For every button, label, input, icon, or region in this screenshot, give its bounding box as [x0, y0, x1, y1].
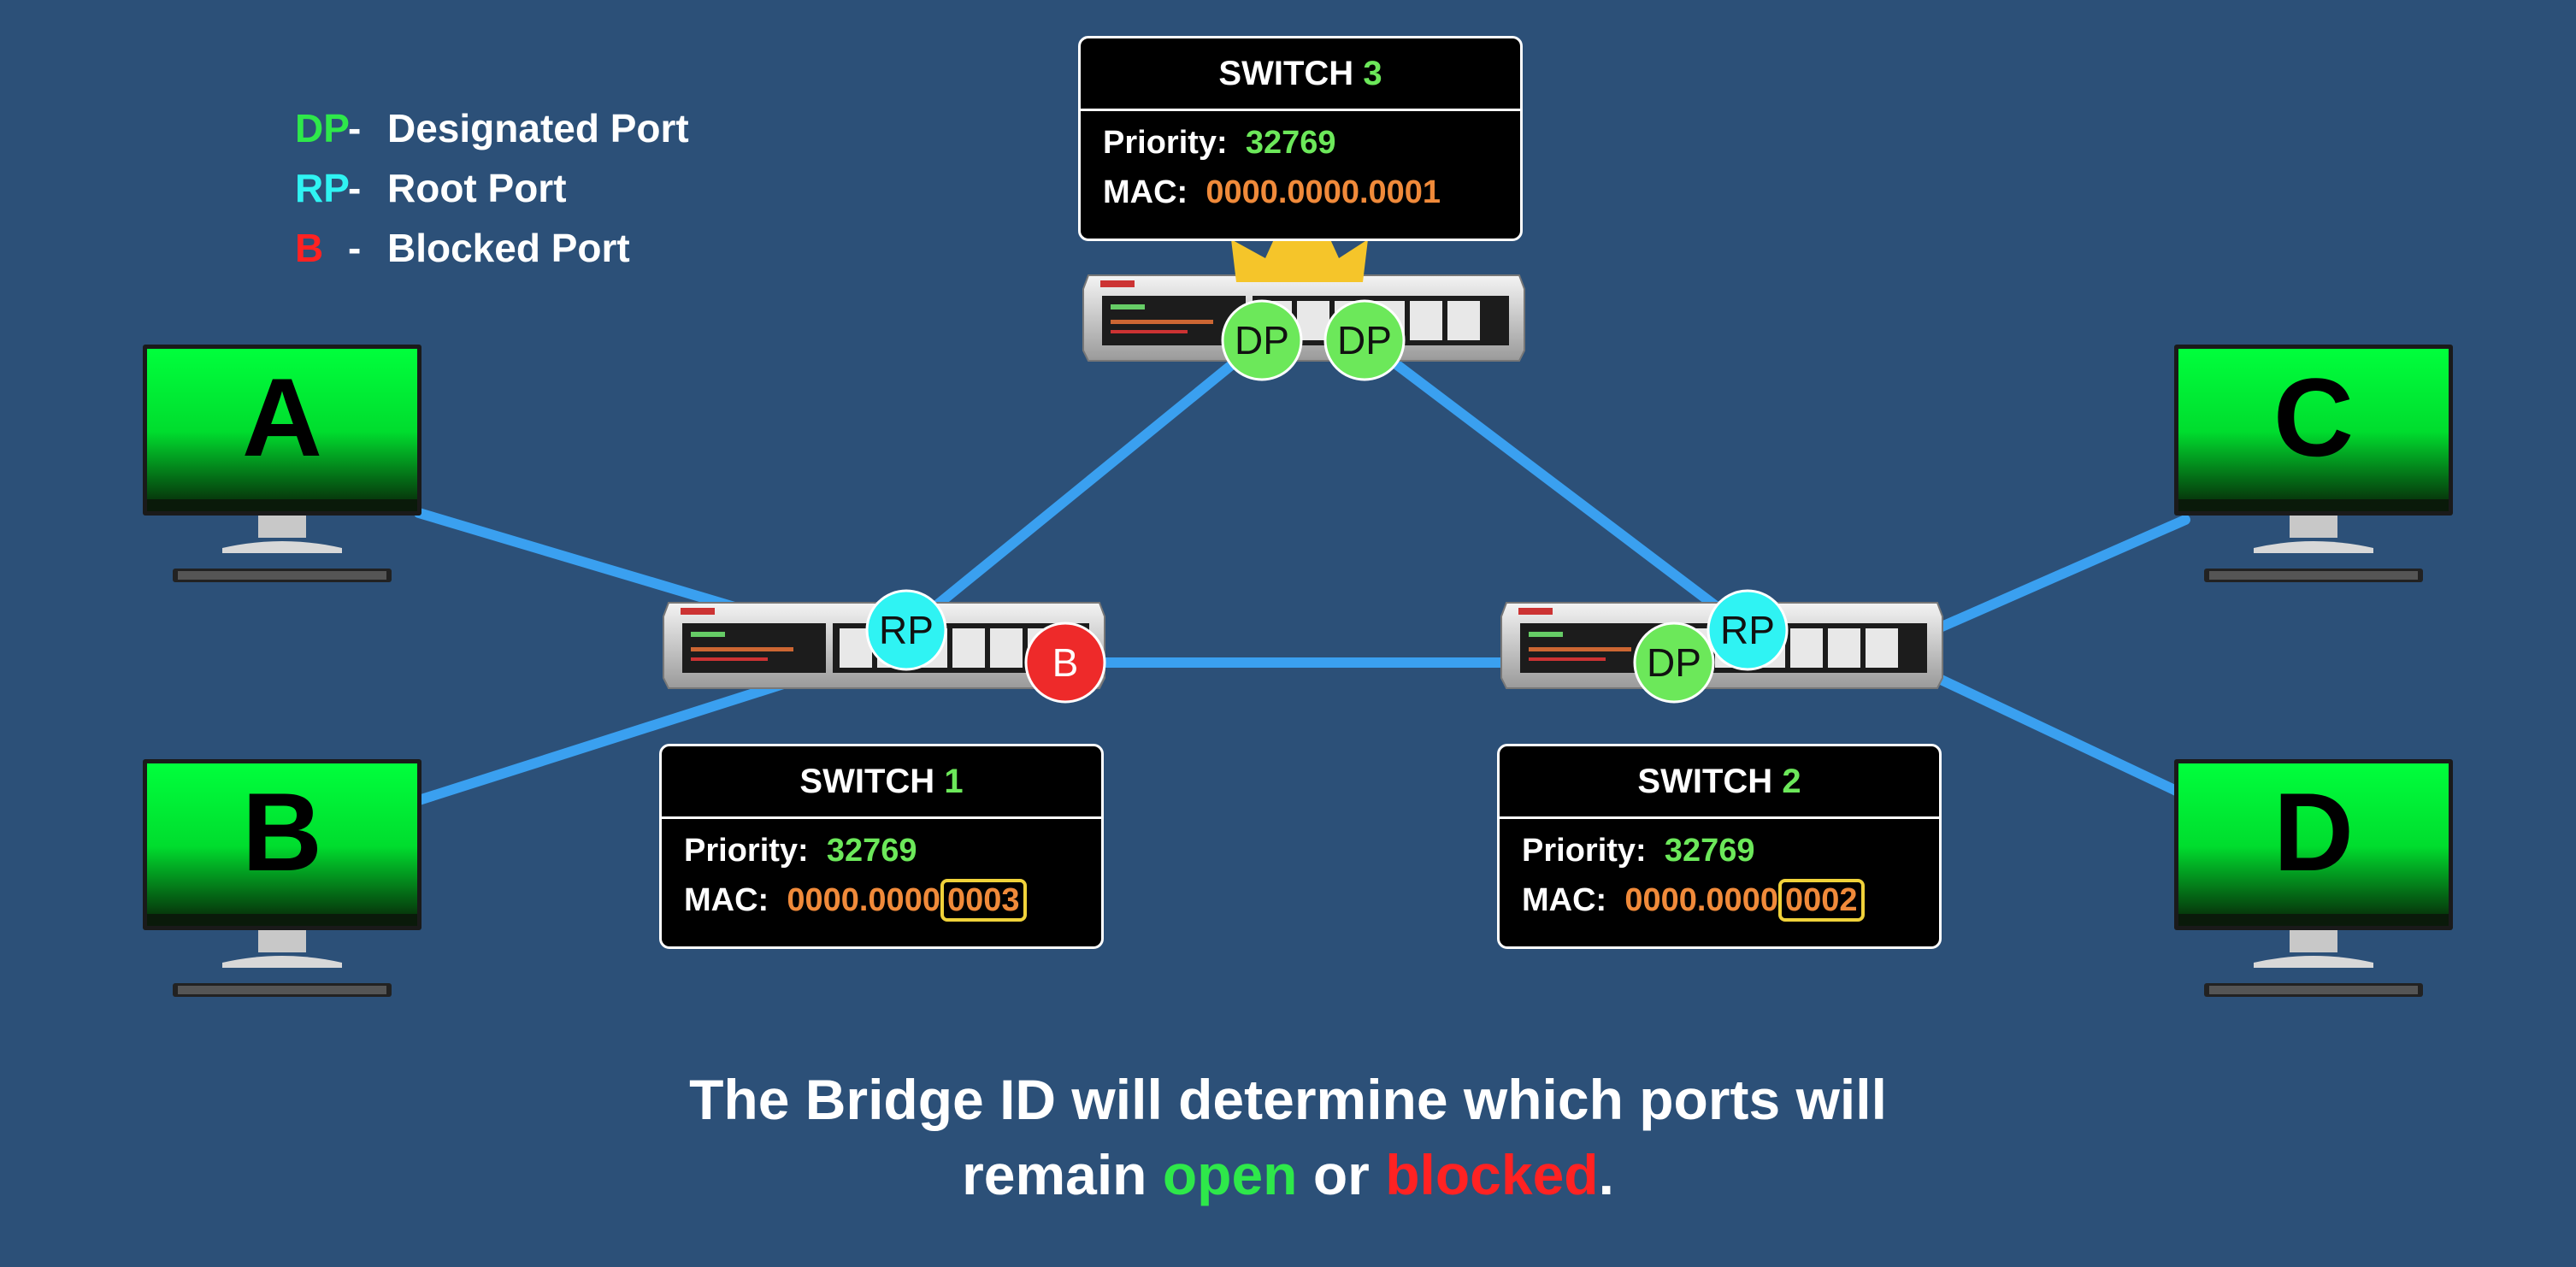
- svg-text:DP: DP: [1235, 318, 1289, 362]
- switch-2-title: SWITCH 2: [1500, 746, 1939, 819]
- legend-abbr-dp: DP: [295, 106, 350, 150]
- switch-1-mac-highlight: 0003: [940, 879, 1027, 922]
- switch1-port-rp: RP: [865, 589, 947, 671]
- switch-3-priority: Priority: 32769: [1103, 125, 1336, 161]
- svg-text:DP: DP: [1647, 640, 1701, 685]
- crown-icon: [1231, 209, 1368, 282]
- network-links: [414, 335, 2190, 805]
- computer-c: C: [2174, 345, 2453, 582]
- caption-open: open: [1162, 1143, 1298, 1206]
- switch3-port-dp-left: DP: [1221, 299, 1303, 381]
- legend-item-root: RP - Root Port: [295, 158, 689, 218]
- svg-text:B: B: [1052, 640, 1079, 685]
- legend-item-blocked: B - Blocked Port: [295, 218, 689, 278]
- computer-d-label: D: [2273, 769, 2354, 894]
- computer-a-label: A: [242, 355, 322, 480]
- switch-2-mac-highlight: 0002: [1777, 879, 1865, 922]
- svg-text:DP: DP: [1337, 318, 1392, 362]
- computer-a: A: [143, 345, 421, 582]
- switch-1-priority: Priority: 32769: [684, 833, 917, 869]
- legend-label-blocked: Blocked Port: [387, 226, 630, 270]
- svg-text:RP: RP: [879, 608, 934, 652]
- legend-item-designated: DP - Designated Port: [295, 98, 689, 158]
- legend-abbr-rp: RP: [295, 166, 350, 210]
- legend-abbr-b: B: [295, 226, 324, 270]
- switch-1-title: SWITCH 1: [662, 746, 1101, 819]
- switch1-port-blocked: B: [1024, 622, 1106, 704]
- switch2-port-dp: DP: [1633, 622, 1715, 704]
- switch-3-device: [1082, 274, 1525, 362]
- caption-line-1: The Bridge ID will determine which ports…: [689, 1068, 1887, 1131]
- link-switch2-c: [1900, 515, 2190, 648]
- legend-label-root: Root Port: [387, 166, 567, 210]
- computer-c-label: C: [2273, 355, 2354, 480]
- link-switch3-switch2: [1359, 335, 1753, 635]
- computer-d: D: [2174, 759, 2453, 997]
- computer-b-label: B: [242, 769, 322, 894]
- legend-label-designated: Designated Port: [387, 106, 689, 150]
- switch2-port-rp: RP: [1707, 589, 1789, 671]
- link-switch1-switch3: [901, 335, 1267, 635]
- switch-2-priority: Priority: 32769: [1522, 833, 1755, 869]
- switch-3-info: SWITCH 3 Priority: 32769 MAC: 0000.0000.…: [1078, 36, 1523, 241]
- caption: The Bridge ID will determine which ports…: [0, 1062, 2576, 1212]
- caption-blocked: blocked: [1385, 1143, 1599, 1206]
- computer-b: B: [143, 759, 421, 997]
- switch3-port-dp-right: DP: [1323, 299, 1406, 381]
- link-switch2-d: [1900, 657, 2190, 800]
- port-legend: DP - Designated Port RP - Root Port B - …: [295, 98, 689, 278]
- switch-3-mac: MAC: 0000.0000.0001: [1103, 174, 1441, 210]
- caption-line-2: remain open or blocked.: [962, 1143, 1614, 1206]
- svg-text:RP: RP: [1720, 608, 1775, 652]
- switch-3-title: SWITCH 3: [1081, 38, 1520, 111]
